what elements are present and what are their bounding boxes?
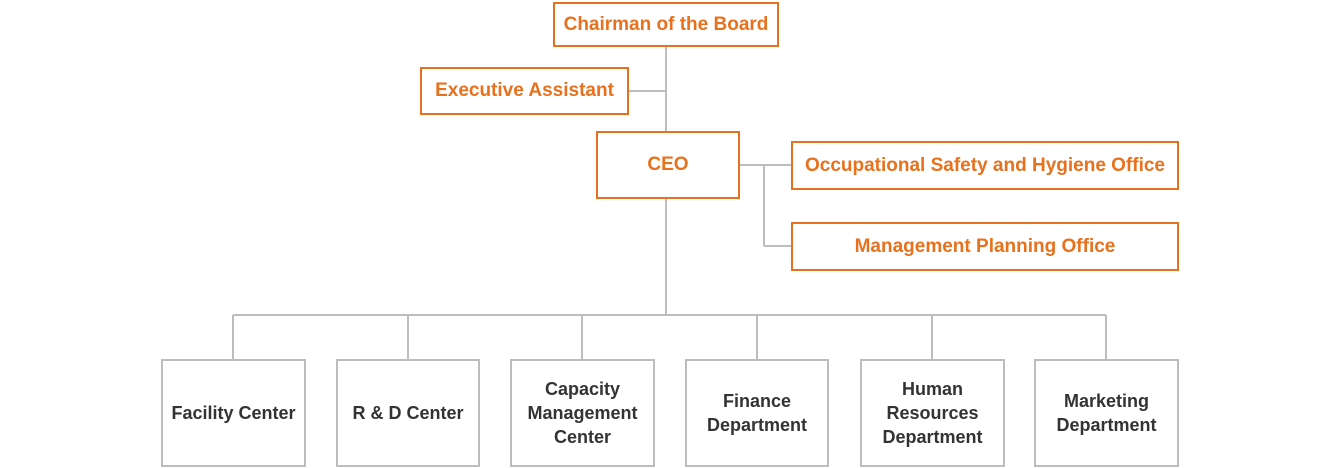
department-box: Human Resources Department (860, 359, 1005, 467)
ceo-box: CEO (596, 131, 740, 199)
department-box: Capacity Management Center (510, 359, 655, 467)
department-box: R & D Center (336, 359, 480, 467)
chairman-box: Chairman of the Board (553, 2, 779, 47)
department-box: Marketing Department (1034, 359, 1179, 467)
executive-assistant-box: Executive Assistant (420, 67, 629, 115)
department-box: Facility Center (161, 359, 306, 467)
planning-office-box: Management Planning Office (791, 222, 1179, 271)
department-box: Finance Department (685, 359, 829, 467)
safety-office-box: Occupational Safety and Hygiene Office (791, 141, 1179, 190)
